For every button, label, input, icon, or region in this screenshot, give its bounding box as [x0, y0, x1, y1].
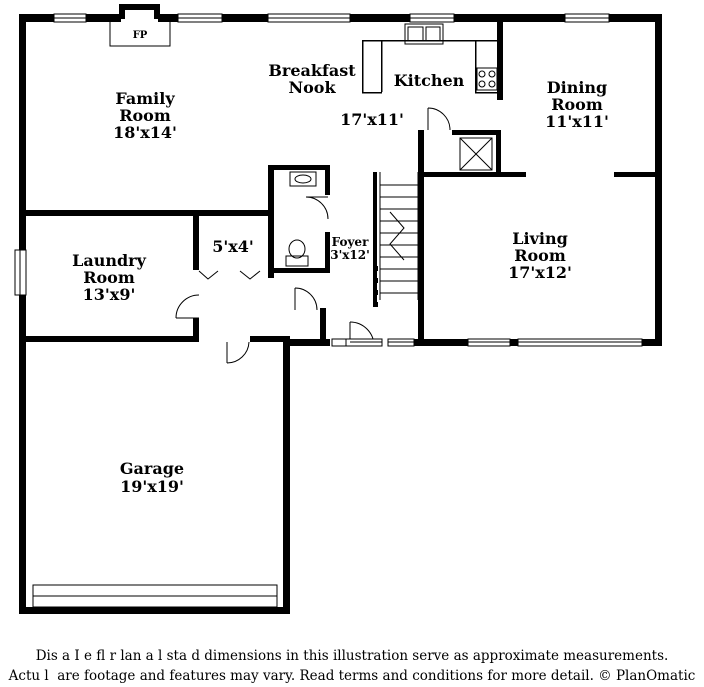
stove: [476, 67, 498, 91]
doors: [175, 107, 451, 364]
room-garage: Garage 19'x19': [120, 459, 184, 496]
room-name: Dining: [547, 78, 607, 97]
pantry: [459, 137, 493, 171]
room-name: Living: [512, 229, 568, 248]
room-foyer: Foyer 3'x12': [330, 235, 370, 262]
room-dims: 19'x19': [120, 477, 184, 496]
room-dims: 18'x14': [113, 123, 177, 142]
room-dims: 5'x4': [212, 237, 254, 256]
room-dims: 13'x9': [83, 285, 136, 304]
room-name: Room: [551, 95, 603, 114]
room-closet: 5'x4': [212, 237, 254, 256]
room-family: Family Room 18'x14': [113, 89, 177, 142]
room-dims: 11'x11': [545, 112, 609, 131]
window: [331, 338, 347, 347]
room-dining: Dining Room 11'x11': [545, 78, 609, 131]
room-name: Kitchen: [394, 71, 465, 90]
kitchen-sink: [404, 23, 444, 45]
fireplace: [109, 22, 171, 47]
room-name: Room: [83, 268, 135, 287]
room-kitchen: Kitchen: [394, 71, 465, 90]
room-name: Garage: [120, 459, 184, 478]
room-name: Room: [119, 106, 171, 125]
room-name: Family: [115, 89, 175, 108]
fireplace-label: FP: [133, 30, 148, 41]
room-dims: 17'x12': [508, 263, 572, 282]
stair-marks: [373, 266, 378, 307]
room-name: Nook: [288, 78, 336, 97]
vanity-sink: [289, 171, 317, 187]
room-dims: 17'x11': [340, 110, 404, 129]
interior-walls: [19, 14, 662, 346]
room-living: Living Room 17'x12': [508, 229, 572, 282]
room-laundry: Laundry Room 13'x9': [72, 251, 147, 304]
room-dims: 3'x12': [330, 248, 370, 262]
room-breakfast: Breakfast Nook 17'x11': [268, 61, 404, 129]
toilet: [285, 255, 309, 267]
bath-fixtures: [285, 171, 317, 267]
windows: [14, 13, 643, 608]
disclaimer-line-1: Dis a I e fl r lan a l sta d dimensions …: [35, 648, 669, 664]
stairs: [379, 172, 419, 300]
disclaimer-line-2: Actu l ‌ are footage and features may va…: [8, 668, 696, 684]
room-name: Breakfast: [268, 61, 356, 80]
room-name: Laundry: [72, 251, 147, 270]
room-name: Room: [514, 246, 566, 265]
room-name: Foyer: [332, 235, 369, 249]
